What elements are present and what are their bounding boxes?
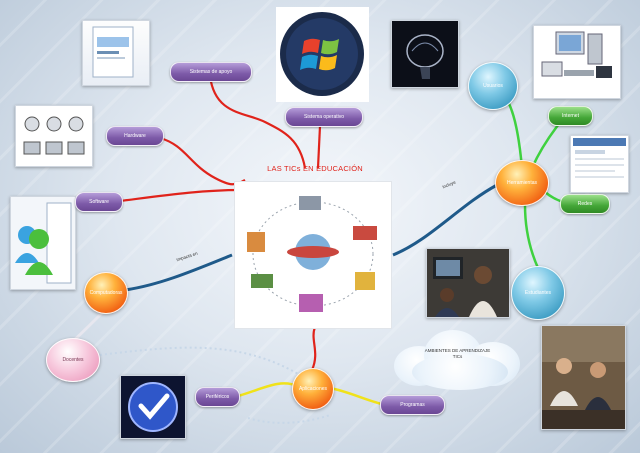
link-center-bottom (310, 326, 317, 371)
checkmark-logo-image (120, 375, 186, 439)
node-aplicaciones[interactable]: Aplicaciones (292, 368, 334, 410)
computer-hardware-image (533, 25, 621, 99)
node-perifericos[interactable]: Periféricos (195, 387, 240, 407)
link-pale-3 (247, 414, 331, 424)
messenger-users-image (10, 196, 76, 290)
node-software[interactable]: Software (75, 192, 123, 212)
link-impacta (124, 253, 233, 292)
link-sistemas-apoyo (208, 75, 307, 169)
cloud-label: AMBIENTES DE APRENDIZAJE TICs (424, 348, 491, 359)
students-computer-image (426, 248, 510, 318)
software-box-image (82, 20, 150, 86)
link-incluye (392, 183, 498, 257)
node-estudiantes[interactable]: Estudiantes (511, 266, 565, 320)
link-sistema-operativo (316, 125, 322, 169)
link-hardware (159, 136, 246, 186)
node-herramientas[interactable]: Herramientas (495, 160, 549, 206)
node-programas[interactable]: Programas (380, 395, 445, 415)
link-yellow-right (329, 386, 383, 406)
node-usuarios[interactable]: Usuarios (468, 62, 518, 110)
headset-devices-image (15, 105, 93, 167)
browser-window-image (570, 135, 629, 193)
map-title: LAS TICs EN EDUCACIÓN (267, 164, 363, 173)
node-computadoras[interactable]: Computadoras (84, 272, 128, 314)
link-green-2 (530, 119, 563, 169)
classroom-students-image (541, 325, 626, 430)
node-sistemas-apoyo[interactable]: Sistemas de apoyo (170, 62, 252, 82)
link-software (119, 188, 241, 203)
windows-logo-image (276, 7, 369, 102)
tic-central-image (234, 181, 392, 329)
node-sistema-operativo[interactable]: Sistema operativo (285, 107, 363, 127)
node-hardware[interactable]: Hardware (106, 126, 164, 146)
learning-environment-cloud[interactable] (388, 328, 526, 392)
link-yellow-left (237, 382, 298, 398)
node-internet[interactable]: Internet (548, 106, 593, 126)
node-redes[interactable]: Redes (560, 194, 610, 214)
link-pale-2 (99, 346, 301, 376)
node-docentes[interactable]: Docentes (46, 338, 100, 382)
link-green-4 (523, 204, 540, 269)
brain-image (391, 20, 459, 88)
